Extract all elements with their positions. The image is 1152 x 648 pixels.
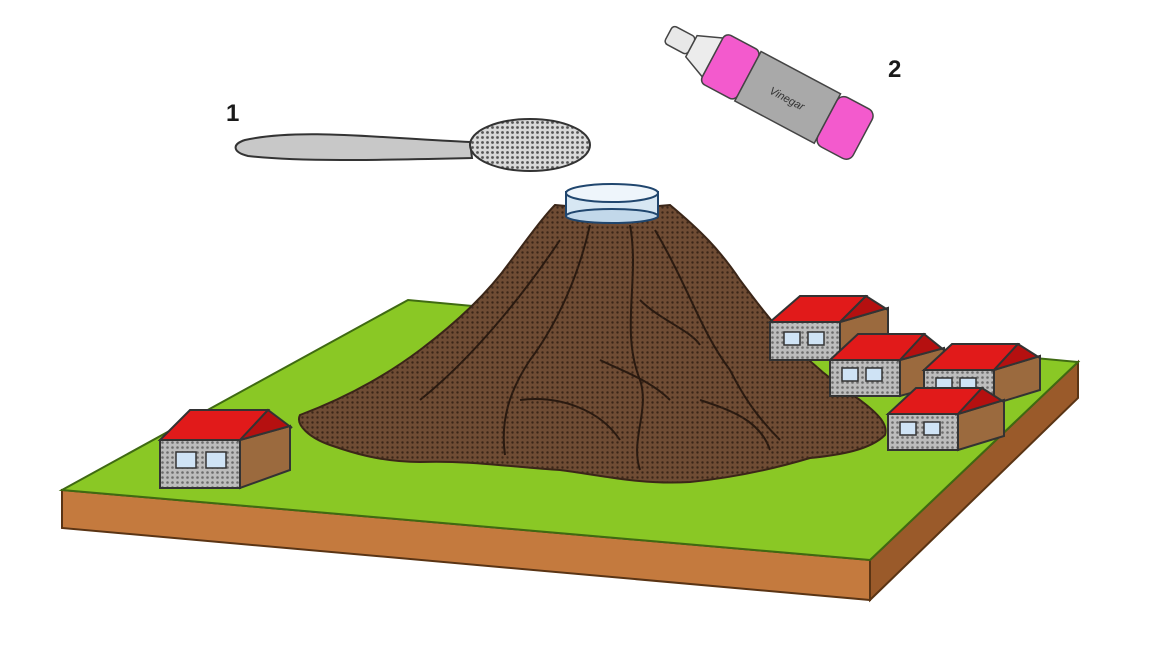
- vinegar-bottle: Vinegar: [664, 25, 874, 160]
- house-left: [157, 408, 293, 490]
- volcano: [298, 183, 887, 484]
- spoon-with-baking-soda: [234, 118, 591, 172]
- volcano-body: [298, 203, 887, 484]
- houses: [157, 294, 1041, 490]
- step-label-2: 2: [888, 56, 902, 83]
- house-right-4: [885, 386, 1005, 452]
- bottle-bottom-band: [816, 95, 874, 160]
- crater-cup: [565, 183, 659, 224]
- spoon-handle: [234, 133, 474, 161]
- volcano-cracks: [419, 224, 781, 471]
- step-label-1: 1: [226, 100, 240, 127]
- spoon-bowl: [469, 118, 591, 172]
